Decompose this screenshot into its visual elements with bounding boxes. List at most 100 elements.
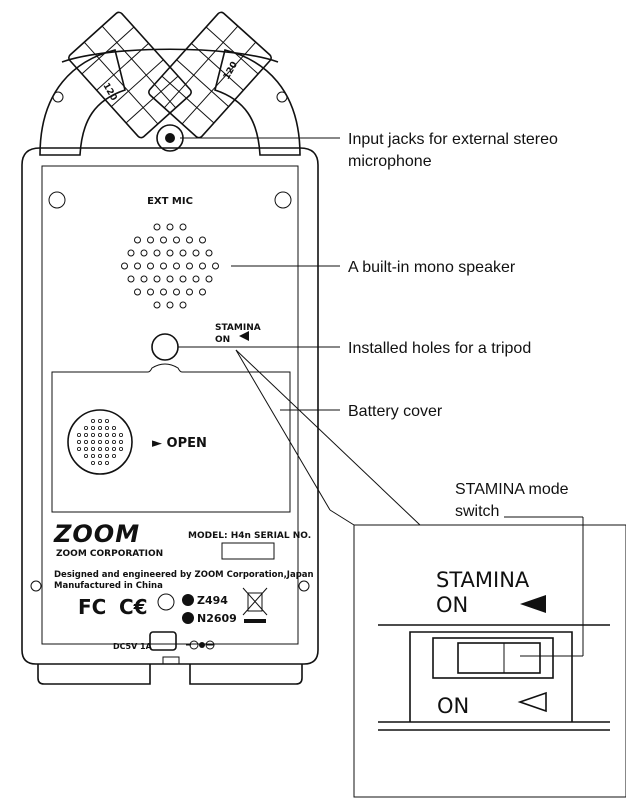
grip-dot [105, 425, 110, 430]
grip-dot [84, 425, 89, 430]
grip-dot [98, 460, 103, 465]
inset-switch-slot [432, 637, 554, 679]
speaker-hole [134, 288, 141, 296]
designed-line2: Manufactured in China [54, 581, 163, 591]
grip-dot [77, 432, 82, 437]
callout-tripod: Installed holes for a tripod [348, 340, 531, 357]
speaker-hole [140, 275, 148, 283]
zoom-logo: ZOOM [53, 520, 140, 548]
grip-dot [119, 432, 124, 437]
speaker-hole [134, 236, 141, 244]
grip-dot [77, 439, 82, 444]
battery-cover [51, 363, 291, 513]
speaker-hole [199, 262, 206, 270]
speaker-hole [153, 249, 161, 257]
weee-bin-icon [242, 587, 268, 623]
speaker-hole [173, 236, 180, 244]
speaker-hole [205, 249, 213, 257]
stamina-arrow-icon [239, 331, 249, 341]
speaker-hole [127, 275, 135, 283]
inset-switch-knob [457, 642, 541, 674]
grip-dot [112, 439, 117, 444]
callout-leaders [178, 137, 626, 657]
grip-dot [91, 453, 96, 458]
dc-label: DC5V 1A [113, 642, 153, 651]
model-label: MODEL: H4n SERIAL NO. [188, 531, 311, 541]
ce-mark: C€ [119, 595, 148, 619]
mount-hole-left [48, 191, 66, 209]
grip-dot [84, 446, 89, 451]
speaker-hole [186, 288, 193, 296]
grip-dot [98, 418, 103, 423]
speaker-hole [212, 262, 219, 270]
battery-cover-grip [67, 409, 133, 475]
grip-dot [84, 453, 89, 458]
grip-dot [119, 439, 124, 444]
grip-dot [105, 432, 110, 437]
grip-dot [91, 418, 96, 423]
grip-dot [105, 453, 110, 458]
speaker-hole [205, 275, 213, 283]
grip-dot [84, 439, 89, 444]
speaker-hole [173, 262, 180, 270]
speaker-hole [166, 301, 174, 309]
speaker-hole [186, 262, 193, 270]
cert-n2609: N2609 [197, 612, 237, 625]
grip-dot [112, 425, 117, 430]
corp-name: ZOOM CORPORATION [56, 549, 163, 559]
grip-dot [91, 446, 96, 451]
ctick-icon [182, 594, 194, 606]
mount-hole-right [274, 191, 292, 209]
speaker-hole [179, 301, 187, 309]
cert-z494: Z494 [197, 594, 228, 607]
stereo-mic-capsules: 120 120 [39, 11, 301, 156]
mic-angle-left: 120 [100, 82, 118, 103]
grip-dot [84, 432, 89, 437]
usb-port [149, 631, 177, 651]
speaker-hole [147, 236, 154, 244]
grip-dot [98, 432, 103, 437]
grip-dot [91, 439, 96, 444]
speaker-hole [134, 262, 141, 270]
tripod-hole [151, 333, 179, 361]
speaker-hole [166, 223, 174, 231]
grip-dot [91, 425, 96, 430]
device-body [21, 147, 319, 685]
stamina-on-label: ON [215, 335, 230, 345]
speaker-hole [121, 262, 128, 270]
speaker-hole [179, 223, 187, 231]
callout-speaker: A built-in mono speaker [348, 259, 516, 276]
callout-battery: Battery cover [348, 403, 443, 420]
grip-dot [105, 446, 110, 451]
callout-ext-mic-line1: Input jacks for external stereo [348, 131, 558, 148]
fcc-mark: FC [78, 595, 106, 619]
speaker-hole [192, 275, 200, 283]
inset-outline-arrow-icon [517, 691, 547, 713]
grip-dot [105, 460, 110, 465]
callout-ext-mic-line2: microphone [348, 153, 432, 170]
speaker-hole [153, 223, 161, 231]
inset-stamina-label: STAMINA [436, 568, 530, 592]
hole-mark [157, 593, 175, 611]
grip-dot [119, 446, 124, 451]
grip-dot [77, 446, 82, 451]
grip-dot [98, 439, 103, 444]
grip-dot [98, 425, 103, 430]
speaker-hole [160, 288, 167, 296]
speaker-hole [147, 262, 154, 270]
callout-stamina-line1: STAMINA mode [455, 481, 569, 498]
speaker-hole [166, 275, 174, 283]
inset-on-top: ON [436, 593, 468, 617]
speaker-hole [186, 236, 193, 244]
callout-stamina-line2: switch [455, 503, 499, 520]
inset-filled-arrow-icon [520, 595, 546, 613]
serial-box [221, 542, 275, 560]
speaker-hole [153, 275, 161, 283]
strap-hole [162, 656, 180, 665]
speaker-hole [179, 249, 187, 257]
speaker-hole [199, 288, 206, 296]
speaker-hole [199, 236, 206, 244]
speaker-hole [153, 301, 161, 309]
speaker-hole [166, 249, 174, 257]
